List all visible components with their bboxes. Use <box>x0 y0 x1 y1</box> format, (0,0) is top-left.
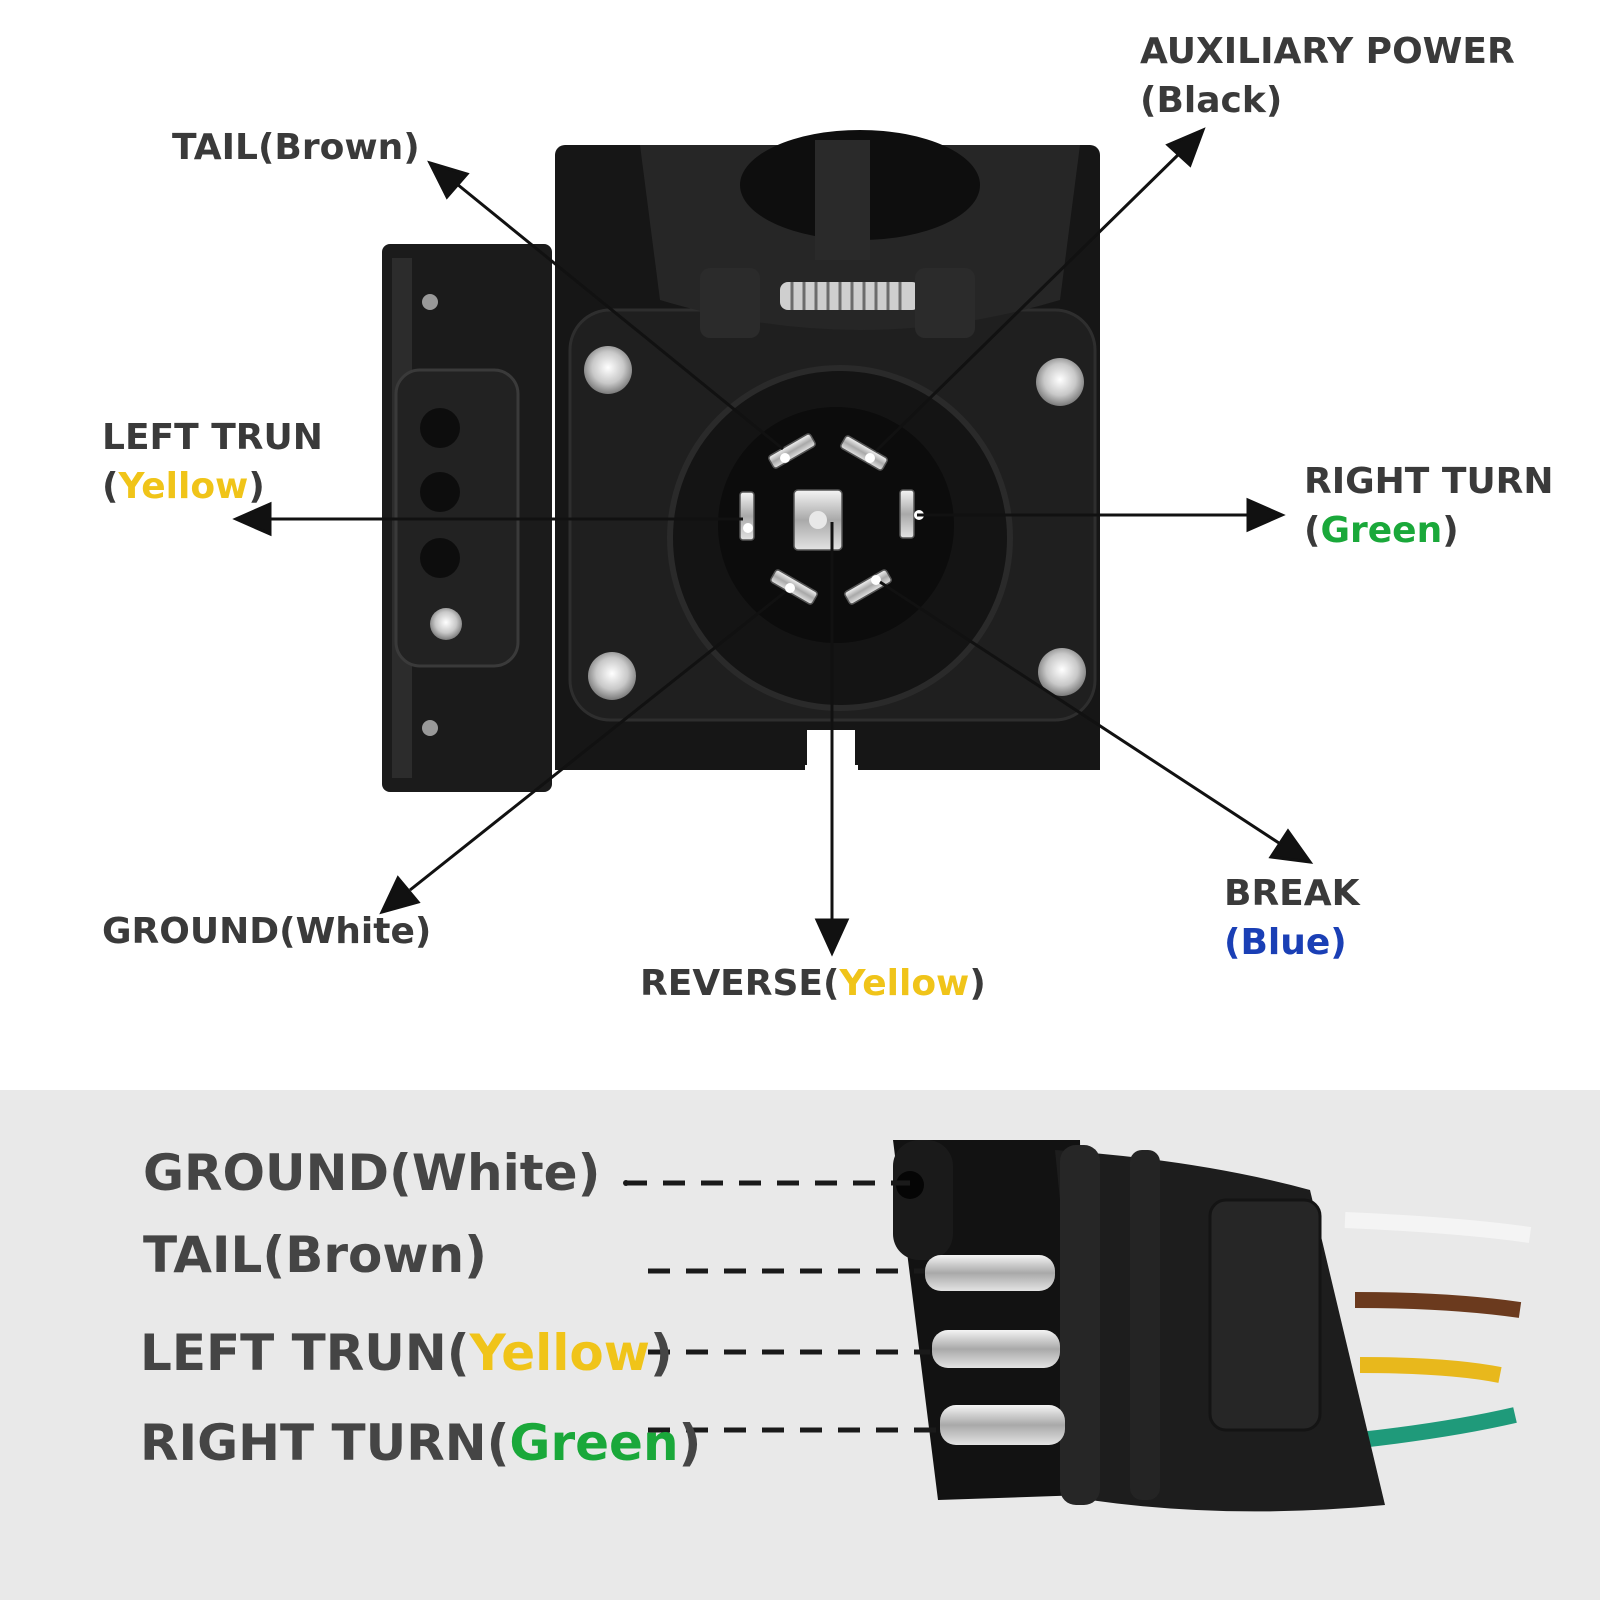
label-tail-name: TAIL <box>172 127 258 168</box>
label-reverse: REVERSE(Yellow) <box>640 963 986 1004</box>
label-auxiliary-power: AUXILIARY POWER (Black) <box>1140 28 1515 125</box>
label-right-turn: RIGHT TURN (Green) <box>1304 458 1554 555</box>
plug-label-ground-color: White <box>411 1144 578 1202</box>
green-wire <box>1359 1407 1517 1448</box>
label-left-turn: LEFT TRUN (Yellow) <box>102 414 323 511</box>
pin-right-turn <box>940 1405 1065 1445</box>
label-right-turn-color: Green <box>1320 509 1443 551</box>
label-tail: TAIL(Brown) <box>172 127 420 168</box>
plug-label-left-turn: LEFT TRUN(Yellow) <box>140 1324 673 1382</box>
arrow-brake <box>879 580 1283 847</box>
brown-wire <box>1354 1292 1522 1318</box>
plug-label-right-turn: RIGHT TURN(Green) <box>140 1414 702 1472</box>
four-pin-flat-plug <box>893 1140 1532 1512</box>
plug-label-ground: GROUND(White) <box>143 1144 601 1202</box>
pin-left-turn <box>932 1330 1060 1368</box>
label-brake: BREAK (Blue) <box>1224 870 1360 967</box>
plug-label-tail-name: TAIL <box>143 1226 263 1284</box>
screw-bottom-right <box>1038 648 1086 696</box>
pin-tail <box>925 1255 1055 1291</box>
arrow-aux <box>874 148 1185 453</box>
plug-label-left-turn-name: LEFT TRUN <box>140 1324 447 1382</box>
label-left-turn-color: Yellow <box>118 465 249 507</box>
plug-label-left-turn-color: Yellow <box>469 1324 650 1382</box>
plug-label-right-turn-name: RIGHT TURN <box>140 1414 487 1472</box>
label-reverse-name: REVERSE <box>640 963 824 1004</box>
plug-label-tail-color: Brown <box>285 1226 465 1284</box>
dashed-leaders <box>625 1180 940 1433</box>
label-ground-name: GROUND <box>102 911 280 952</box>
screw-top-left <box>584 346 632 394</box>
label-tail-color: Brown <box>274 127 404 168</box>
label-brake-name: BREAK <box>1224 873 1360 914</box>
yellow-wire <box>1359 1357 1502 1383</box>
white-wire <box>1344 1212 1532 1243</box>
plug-label-tail: TAIL(Brown) <box>143 1226 488 1284</box>
aux-color-text: Black <box>1156 79 1266 121</box>
arrow-ground <box>409 590 786 892</box>
screw-bottom-left <box>588 652 636 700</box>
seven-way-socket <box>382 130 1100 792</box>
plug-label-right-turn-color: Green <box>509 1414 679 1472</box>
label-ground-color: White <box>295 911 415 952</box>
screw-top-right <box>1036 358 1084 406</box>
arrow-tail <box>451 178 784 451</box>
label-ground: GROUND(White) <box>102 911 432 952</box>
label-right-turn-name: RIGHT TURN <box>1304 461 1554 502</box>
label-reverse-color: Yellow <box>839 963 970 1004</box>
callout-arrows <box>232 127 1314 957</box>
label-auxiliary-power-color: (Black) <box>1140 79 1283 121</box>
plug-label-ground-name: GROUND <box>143 1144 389 1202</box>
label-left-turn-name: LEFT TRUN <box>102 417 323 458</box>
label-auxiliary-power-name: AUXILIARY POWER <box>1140 31 1515 72</box>
label-brake-color: Blue <box>1240 921 1331 963</box>
